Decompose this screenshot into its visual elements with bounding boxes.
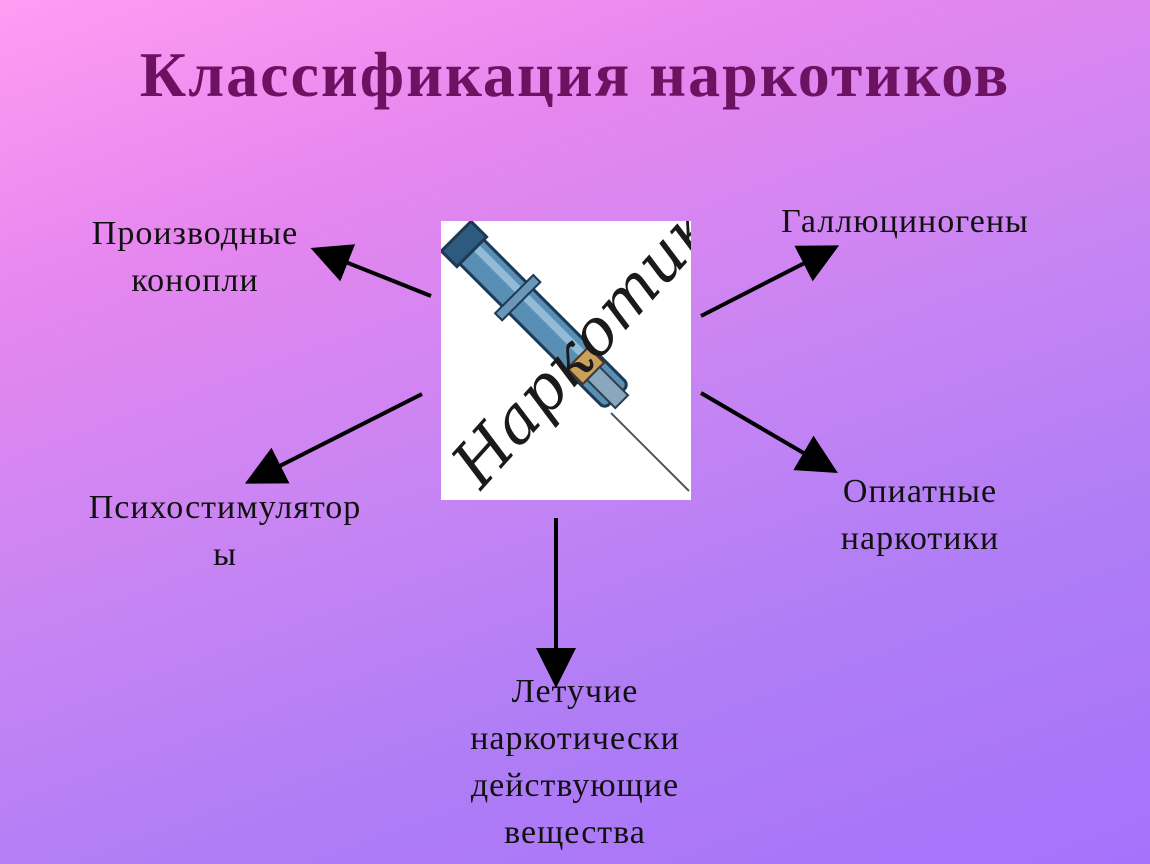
category-cannabis: Производные конопли bbox=[91, 215, 299, 299]
slide-title: Классификация наркотиков bbox=[139, 39, 1011, 110]
arrow-hallucinogens bbox=[700, 245, 840, 318]
arrow-cannabis bbox=[310, 244, 432, 298]
category-opiates: Опиатные наркотики bbox=[840, 473, 1000, 557]
arrow-opiates bbox=[699, 391, 838, 474]
category-hallucinogens: Галлюциногены bbox=[781, 203, 1029, 240]
category-stimulants: Психостимулятор ы bbox=[88, 489, 362, 573]
arrow-stimulants bbox=[244, 392, 423, 484]
category-volatile: Летучие наркотически действующие веществ… bbox=[470, 673, 680, 851]
